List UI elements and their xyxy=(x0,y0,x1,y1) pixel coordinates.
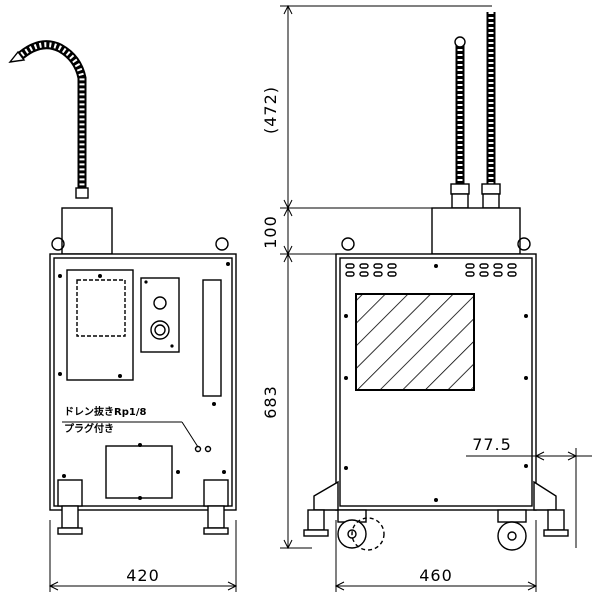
side-caster-right xyxy=(497,509,527,551)
front-lifting-eye-right xyxy=(215,237,229,251)
dimension-lines xyxy=(48,4,592,592)
side-view xyxy=(303,12,569,551)
side-caster-left xyxy=(337,509,385,551)
front-caster-right xyxy=(203,479,229,535)
dim-wheel-offset: 77.5 xyxy=(472,435,512,454)
front-lifting-eye-left xyxy=(51,237,65,251)
front-flex-hose xyxy=(8,40,89,199)
side-lifting-eye-left xyxy=(341,237,355,251)
dim-top-height: (472) xyxy=(261,86,280,134)
side-top-box xyxy=(431,207,521,255)
side-hose-left xyxy=(450,36,470,195)
front-power-indicator xyxy=(153,296,167,310)
front-main-body xyxy=(49,253,237,511)
front-panel-left xyxy=(66,269,134,381)
front-caster-left xyxy=(57,479,83,535)
side-screws xyxy=(344,264,528,502)
dim-body-height: 683 xyxy=(261,385,280,419)
dim-middle-height: 100 xyxy=(261,215,280,249)
dim-side-width: 460 xyxy=(419,566,453,585)
drain-note-line2: プラグ付き xyxy=(64,422,114,435)
front-dial xyxy=(150,320,170,340)
dim-front-width: 420 xyxy=(126,566,160,585)
side-lifting-eye-right xyxy=(517,237,531,251)
front-view xyxy=(8,40,237,535)
side-hatched-panel xyxy=(355,293,475,391)
front-screws xyxy=(58,262,230,500)
drain-note-line1: ドレン抜きRp1/8 xyxy=(64,405,146,418)
front-side-slot xyxy=(202,279,222,397)
front-top-box xyxy=(61,207,113,255)
side-vent-slots xyxy=(345,263,517,277)
side-hose-right xyxy=(481,12,501,195)
front-control-panel xyxy=(140,277,180,353)
